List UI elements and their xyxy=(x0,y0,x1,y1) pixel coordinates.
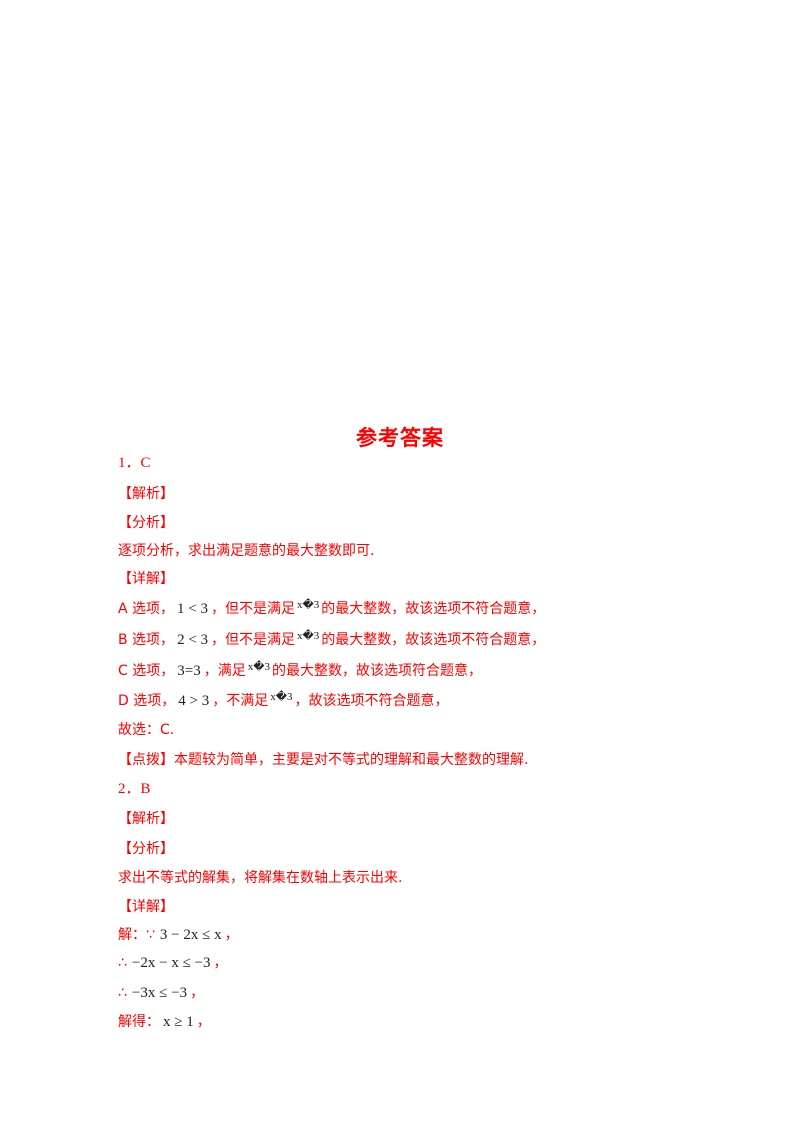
math-expression: 3=3 xyxy=(177,663,201,679)
math-condition: x�3 xyxy=(297,599,320,611)
answer-1-dianbo: 【点拨】本题较为简单，主要是对不等式的理解和最大整数的理解. xyxy=(118,749,528,771)
step-4-line: 解得：x ≥ 1， xyxy=(118,1014,211,1030)
answer-1-fenxi-text: 逐项分析，求出满足题意的最大整数即可. xyxy=(118,543,375,559)
math-expression: −2x − x ≤ −3 xyxy=(131,955,211,971)
step-1-line: 解：∵3 − 2x ≤ x， xyxy=(118,927,239,943)
math-condition: x�3 xyxy=(247,661,270,673)
answer-2-fenxi-text: 求出不等式的解集，将解集在数轴上表示出来. xyxy=(118,870,403,886)
answer-2-fenxi-heading: 【分析】 xyxy=(118,841,174,857)
answer-2-xiangjie-heading: 【详解】 xyxy=(118,899,174,915)
math-expression: −3x ≤ −3 xyxy=(131,985,188,1001)
step-3-line: ∴−3x ≤ −3， xyxy=(118,985,205,1001)
answer-1-jiexi-heading: 【解析】 xyxy=(118,486,174,502)
math-condition: x�3 xyxy=(270,691,293,703)
dianbo-label: 【点拨】 xyxy=(118,752,174,768)
page-title: 参考答案 xyxy=(356,426,444,450)
math-expression: 1 < 3 xyxy=(177,601,208,617)
answer-1-conclusion: 故选：C. xyxy=(118,722,175,738)
dianbo-text: 本题较为简单，主要是对不等式的理解和最大整数的理解. xyxy=(174,752,529,768)
answer-2-number: 2．B xyxy=(118,781,151,797)
answer-1-number: 1．C xyxy=(118,455,151,471)
math-expression: 3 − 2x ≤ x xyxy=(159,927,222,943)
therefore-symbol-icon: ∴ xyxy=(118,985,127,1001)
math-condition: x�3 xyxy=(297,630,320,642)
answer-1-fenxi-heading: 【分析】 xyxy=(118,515,174,531)
because-symbol-icon: ∵ xyxy=(146,927,155,943)
answer-1-xiangjie-heading: 【详解】 xyxy=(118,571,174,587)
answer-2-jiexi-heading: 【解析】 xyxy=(118,811,174,827)
step-2-line: ∴−2x − x ≤ −3， xyxy=(118,955,228,971)
math-expression: x ≥ 1 xyxy=(163,1014,194,1030)
math-expression: 4 > 3 xyxy=(178,693,210,709)
therefore-symbol-icon: ∴ xyxy=(118,955,127,971)
math-expression: 2 < 3 xyxy=(177,632,209,648)
